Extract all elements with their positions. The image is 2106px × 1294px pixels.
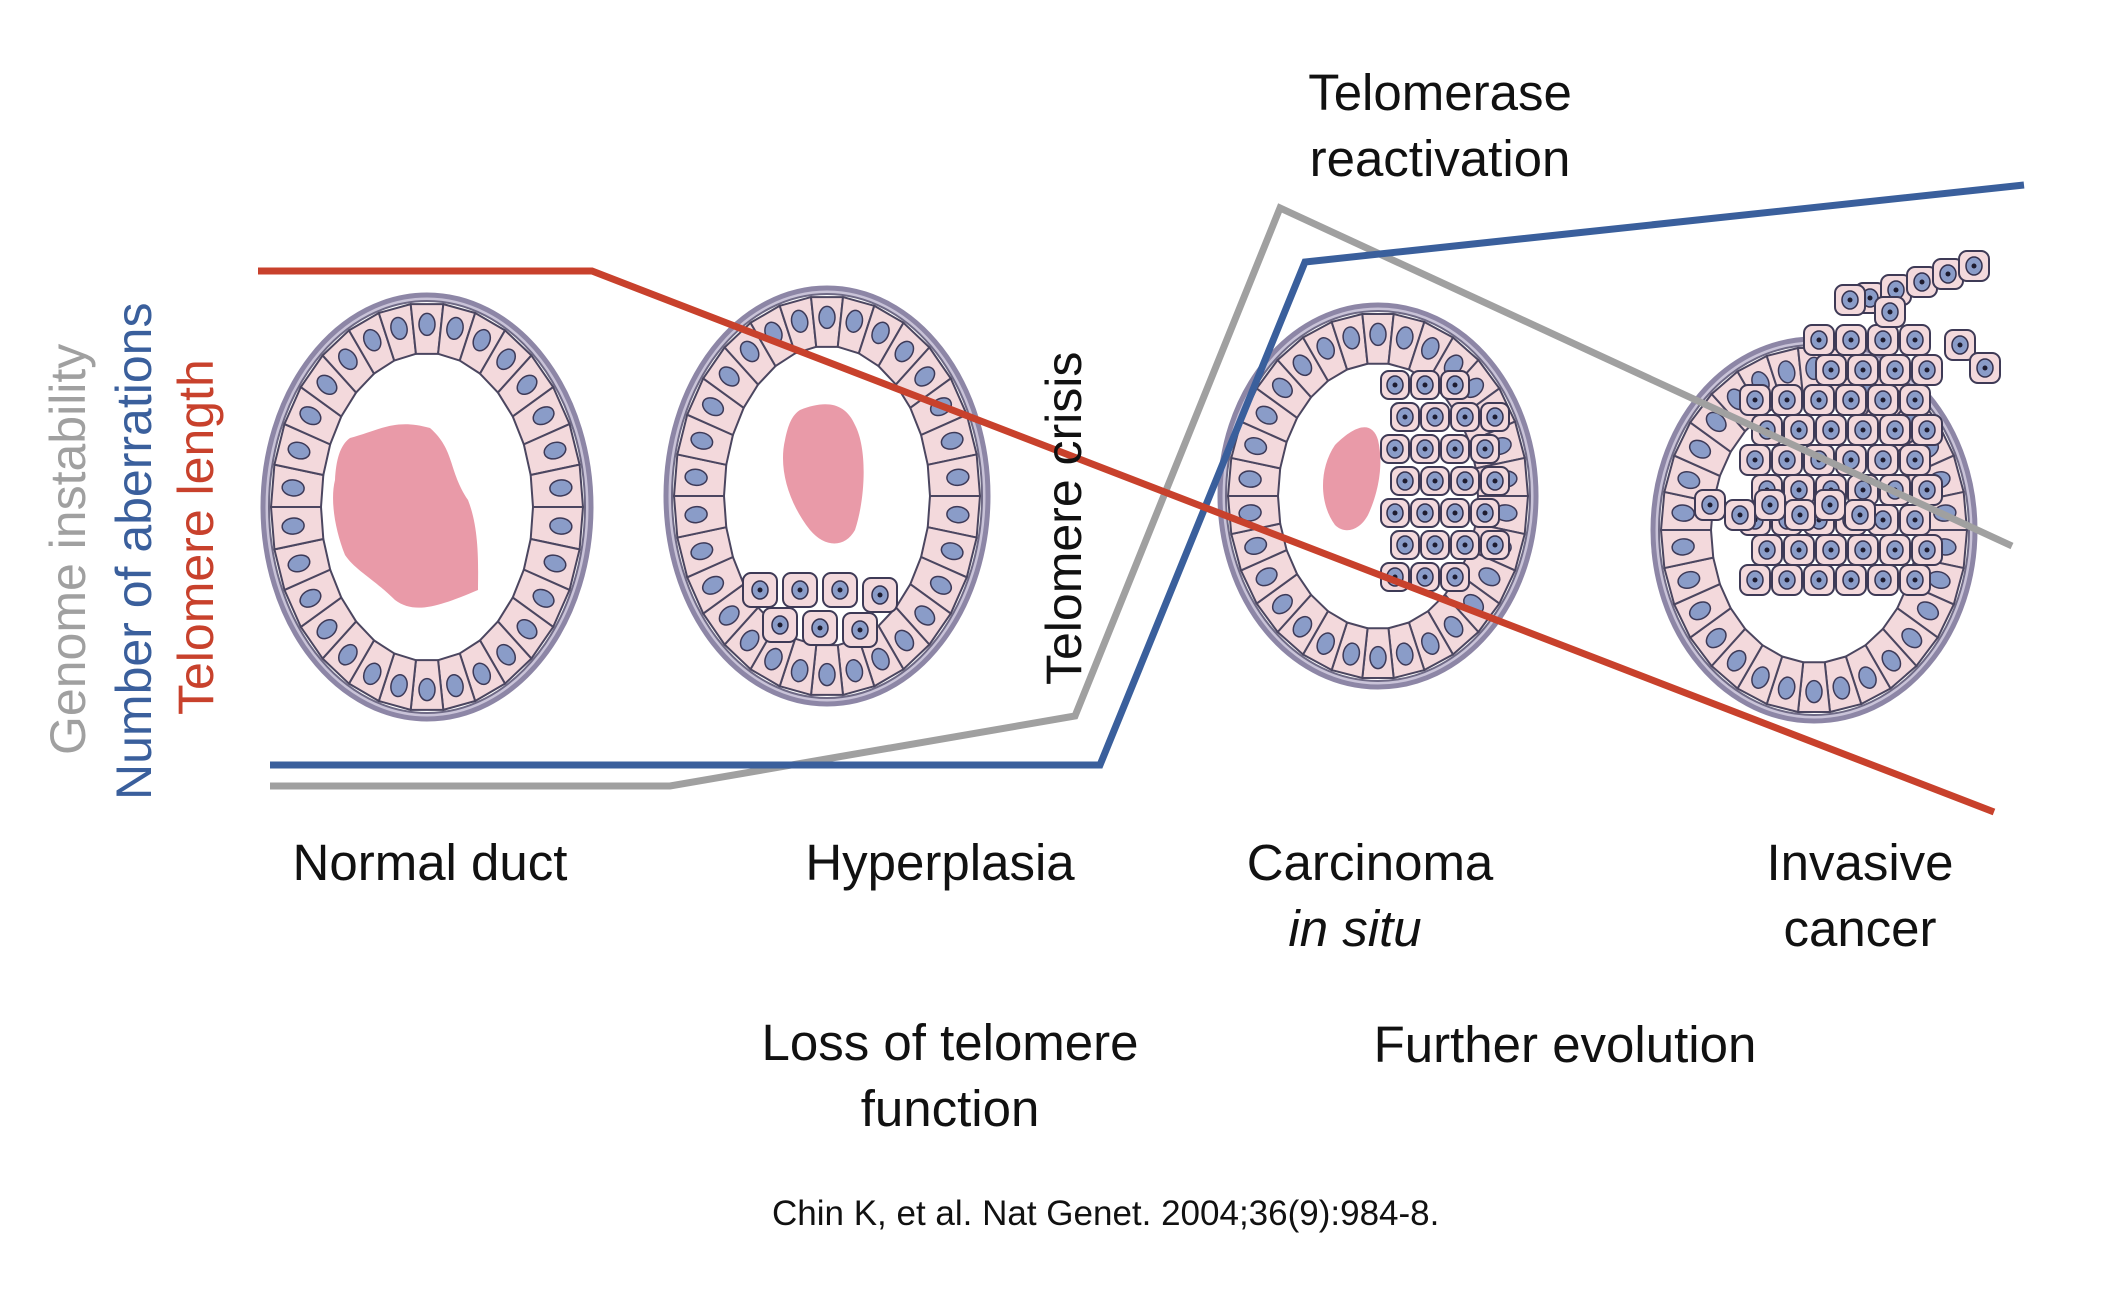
stage-hyperplasia: Hyperplasia	[805, 834, 1075, 891]
hyperplasia-illustration	[663, 285, 991, 707]
genome-instability-line	[270, 203, 2014, 790]
curves-layer	[258, 181, 2025, 816]
loss-of-telomere-function-label: Loss of telomere function	[761, 1014, 1139, 1137]
further-evolution-label: Further evolution	[1373, 1016, 1757, 1073]
normal-duct-illustration	[260, 292, 594, 722]
number-of-aberrations-label: Number of aberrations	[106, 302, 162, 800]
stage-invasive-cancer: Invasive cancer	[1766, 834, 1954, 957]
stage-normal-duct: Normal duct	[292, 834, 568, 891]
telomere-crisis-label: Telomere crisis	[1036, 351, 1092, 685]
duct-illustrations	[260, 250, 2001, 724]
genome-instability-label: Genome instability	[40, 343, 96, 755]
telomere-length-line	[258, 267, 1996, 816]
number-of-aberrations-line	[270, 181, 2025, 769]
telomerase-reactivation-label: Telomerase reactivation	[1308, 64, 1572, 187]
telomere-length-label: Telomere length	[168, 359, 224, 715]
carcinoma-in-situ-illustration	[1217, 302, 1539, 690]
invasive-cancer-illustration	[1650, 250, 2001, 724]
stage-carcinoma-in-situ: Carcinoma in situ	[1246, 834, 1494, 957]
citation: Chin K, et al. Nat Genet. 2004;36(9):984…	[772, 1194, 1440, 1233]
